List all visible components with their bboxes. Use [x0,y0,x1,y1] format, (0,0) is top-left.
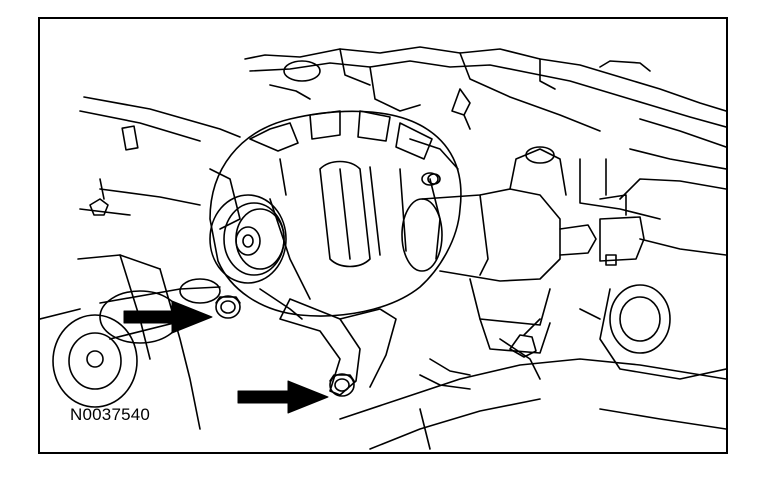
figure-id-label: N0037540 [70,405,151,424]
lower-bolt-arrow [237,380,329,414]
alternator [209,110,462,317]
lower-alternator-bolt [329,373,355,397]
engine-illustration [40,46,726,450]
alternator-bracket [259,288,397,396]
lower-left-pulleys [52,278,221,408]
diagram-frame: N0037540 [38,17,728,454]
lower-engine [339,318,726,450]
coolant-outlet [401,146,597,354]
engine-block-left [40,96,241,430]
alternator-pulley [209,194,287,284]
upper-bolt-arrow [123,300,213,334]
upper-alternator-bolt [215,295,241,319]
right-manifold [451,88,726,380]
upper-manifold [244,46,726,220]
